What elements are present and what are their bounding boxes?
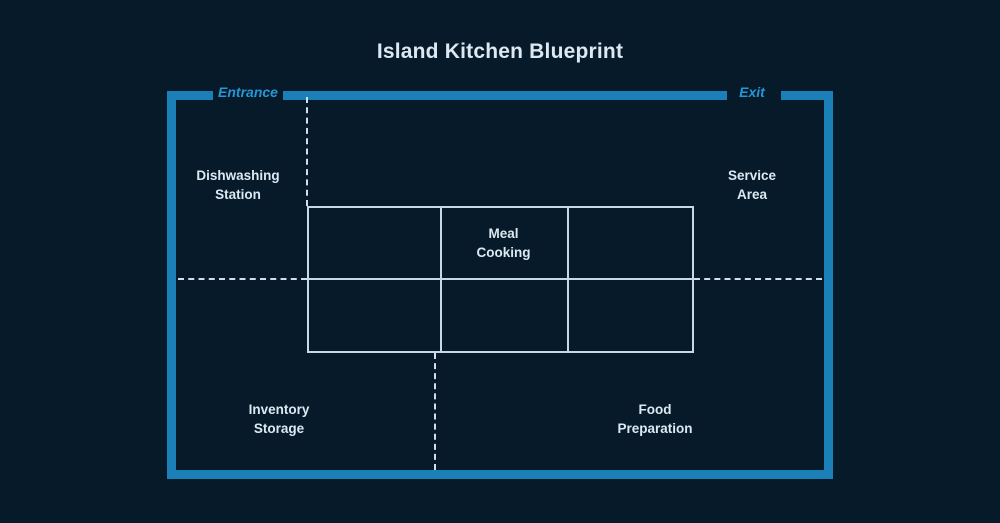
zone-label-meal-cooking: Meal Cooking bbox=[476, 226, 531, 260]
zone-label-service-area: Service Area bbox=[727, 168, 777, 202]
zone-divider-left bbox=[178, 278, 307, 280]
wall-top-right bbox=[781, 91, 833, 100]
wall-left bbox=[167, 91, 176, 479]
zone-divider-top bbox=[306, 97, 308, 206]
zone-label-dishwashing-station: Dishwashing Station bbox=[196, 168, 280, 202]
zone-label-food-preparation: Food Preparation bbox=[617, 402, 693, 436]
doorway-label-entrance: Entrance bbox=[218, 84, 278, 100]
zone-divider-bottom bbox=[434, 353, 436, 470]
wall-right bbox=[824, 91, 833, 479]
page-title: Island Kitchen Blueprint bbox=[376, 40, 624, 63]
wall-bottom bbox=[167, 470, 833, 479]
doorway-label-exit: Exit bbox=[739, 84, 765, 100]
wall-top-middle bbox=[283, 91, 727, 100]
zone-label-inventory-storage: Inventory Storage bbox=[248, 402, 310, 436]
zone-divider-right bbox=[694, 278, 822, 280]
island-divider-horizontal bbox=[307, 278, 694, 280]
wall-top-left bbox=[167, 91, 213, 100]
